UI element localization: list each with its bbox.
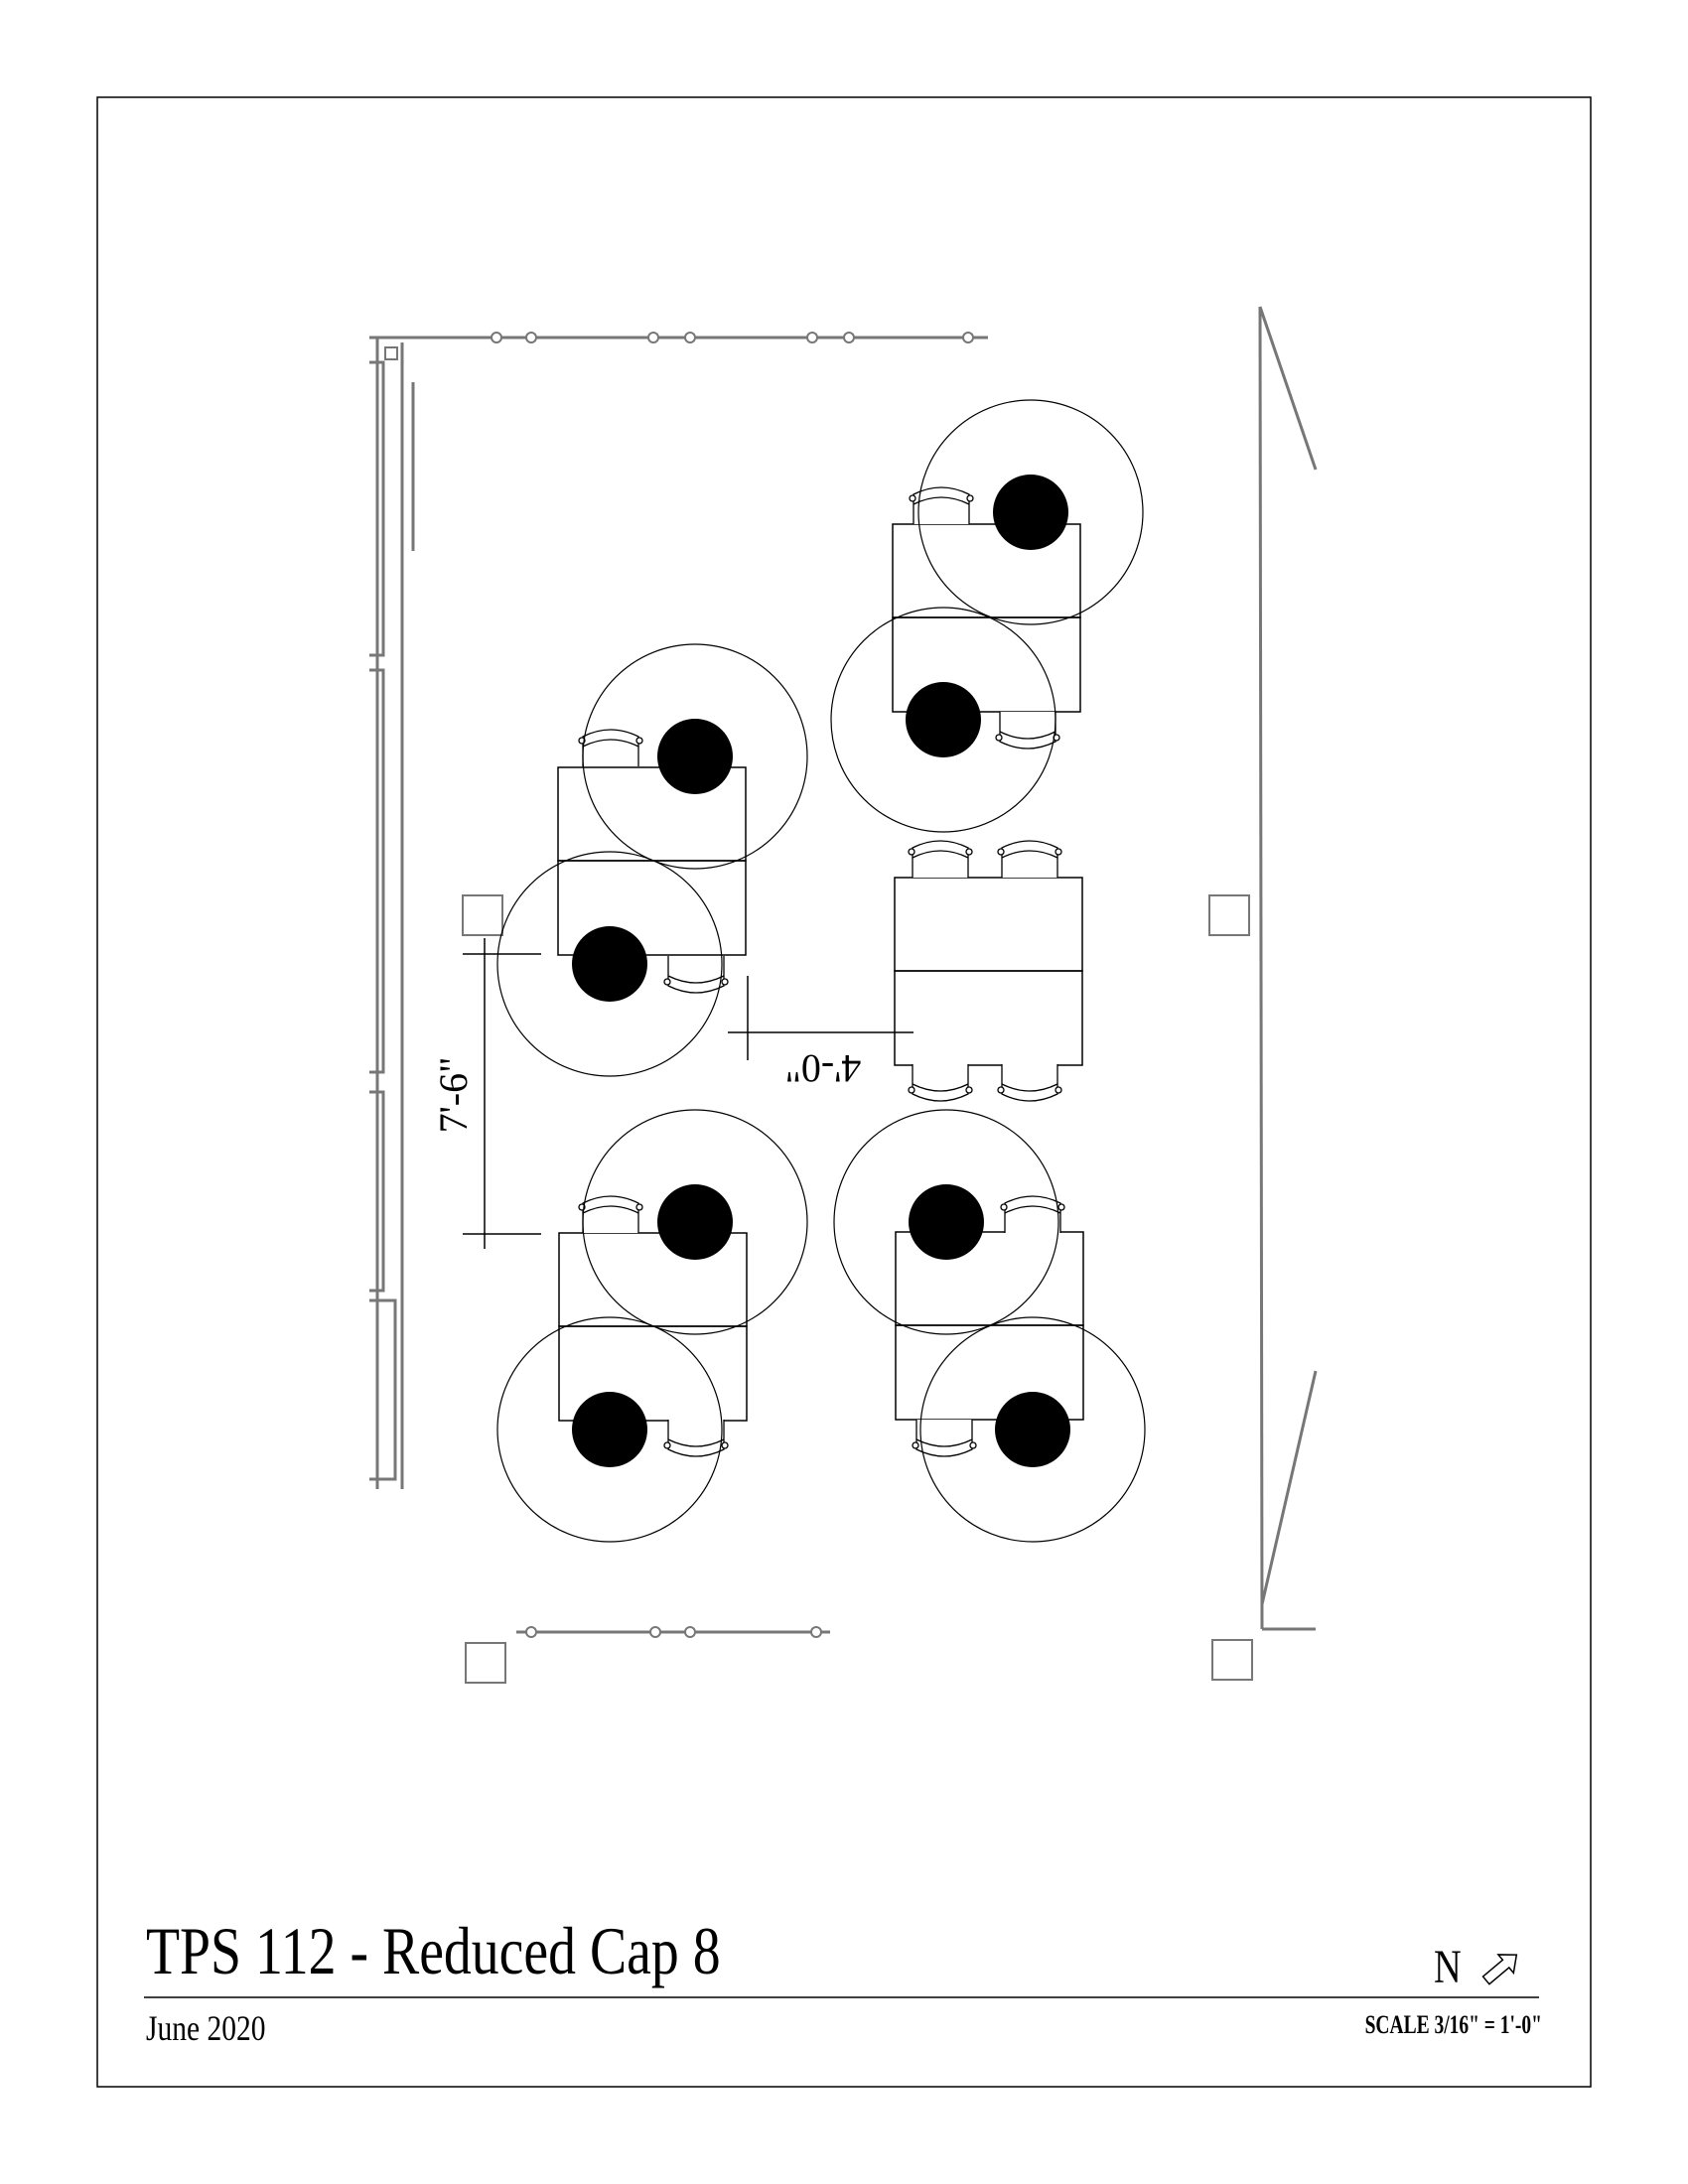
seat (917, 399, 1144, 625)
distancing-radius (833, 1109, 1059, 1335)
chair (908, 1064, 973, 1102)
occupant-marker (993, 475, 1068, 550)
left-wall-cabinet (369, 1090, 385, 1293)
chairs (578, 486, 1065, 1457)
corner-post (384, 346, 398, 360)
distancing-radius (919, 1316, 1146, 1543)
distancing-circles (496, 399, 1146, 1543)
dimension-horizontal-label: 4'-0" (785, 1046, 862, 1091)
seat (833, 1109, 1059, 1335)
occupant-marker (657, 719, 733, 794)
room-walls (369, 306, 1318, 1638)
north-label: N (1434, 1941, 1462, 1993)
chair (663, 1420, 729, 1457)
door-swing-top (1258, 306, 1318, 471)
distancing-radius (830, 607, 1056, 833)
table (894, 877, 1083, 972)
sheet-border (96, 96, 1592, 2088)
distancing-radius (496, 1316, 723, 1543)
door-swing-bottom (1260, 1370, 1318, 1605)
columns (462, 894, 1253, 1684)
scale-label: SCALE 3/16" = 1'-0" (1365, 2010, 1542, 2038)
occupant-marker (657, 1184, 733, 1260)
chair (995, 712, 1060, 750)
seat (582, 643, 808, 870)
left-wall-cabinet (369, 668, 385, 1074)
occupant-marker (906, 682, 981, 757)
chair (663, 956, 729, 994)
left-wall-cabinet (369, 360, 385, 657)
table (892, 616, 1081, 713)
occupant-marker (572, 1392, 647, 1467)
page-title: TPS 112 - Reduced Cap 8 (146, 1915, 721, 1988)
seat (496, 1316, 723, 1543)
north-arrow-icon (1481, 1954, 1518, 1985)
chair (908, 840, 973, 878)
right-wall (1258, 306, 1264, 1630)
seat (496, 851, 723, 1077)
distancing-radius (917, 399, 1144, 625)
chair (997, 1064, 1062, 1102)
distancing-radius (496, 851, 723, 1077)
chair (909, 486, 974, 524)
left-wall-cabinet (369, 1298, 397, 1481)
chair (578, 729, 643, 766)
seat (919, 1316, 1146, 1543)
column (462, 894, 503, 936)
seat (830, 607, 1056, 833)
chair (912, 1420, 977, 1457)
chair (578, 1195, 643, 1233)
occupant-marker (995, 1392, 1070, 1467)
column (1208, 894, 1250, 936)
occupant-marker (572, 926, 647, 1002)
dimension-vertical-label: 7'-6" (431, 1057, 476, 1134)
chair (1000, 1195, 1065, 1233)
date-label: June 2020 (146, 2009, 265, 2048)
column (1211, 1639, 1253, 1681)
chair (997, 840, 1062, 878)
distancing-radius (582, 643, 808, 870)
dimension-vertical: 7'-6" (431, 938, 541, 1249)
table (894, 970, 1083, 1066)
seat (582, 1109, 808, 1335)
table (557, 860, 747, 956)
distancing-radius (582, 1109, 808, 1335)
dimension-horizontal: 4'-0" (728, 976, 914, 1091)
column (465, 1642, 506, 1684)
occupant-marker (909, 1184, 984, 1260)
